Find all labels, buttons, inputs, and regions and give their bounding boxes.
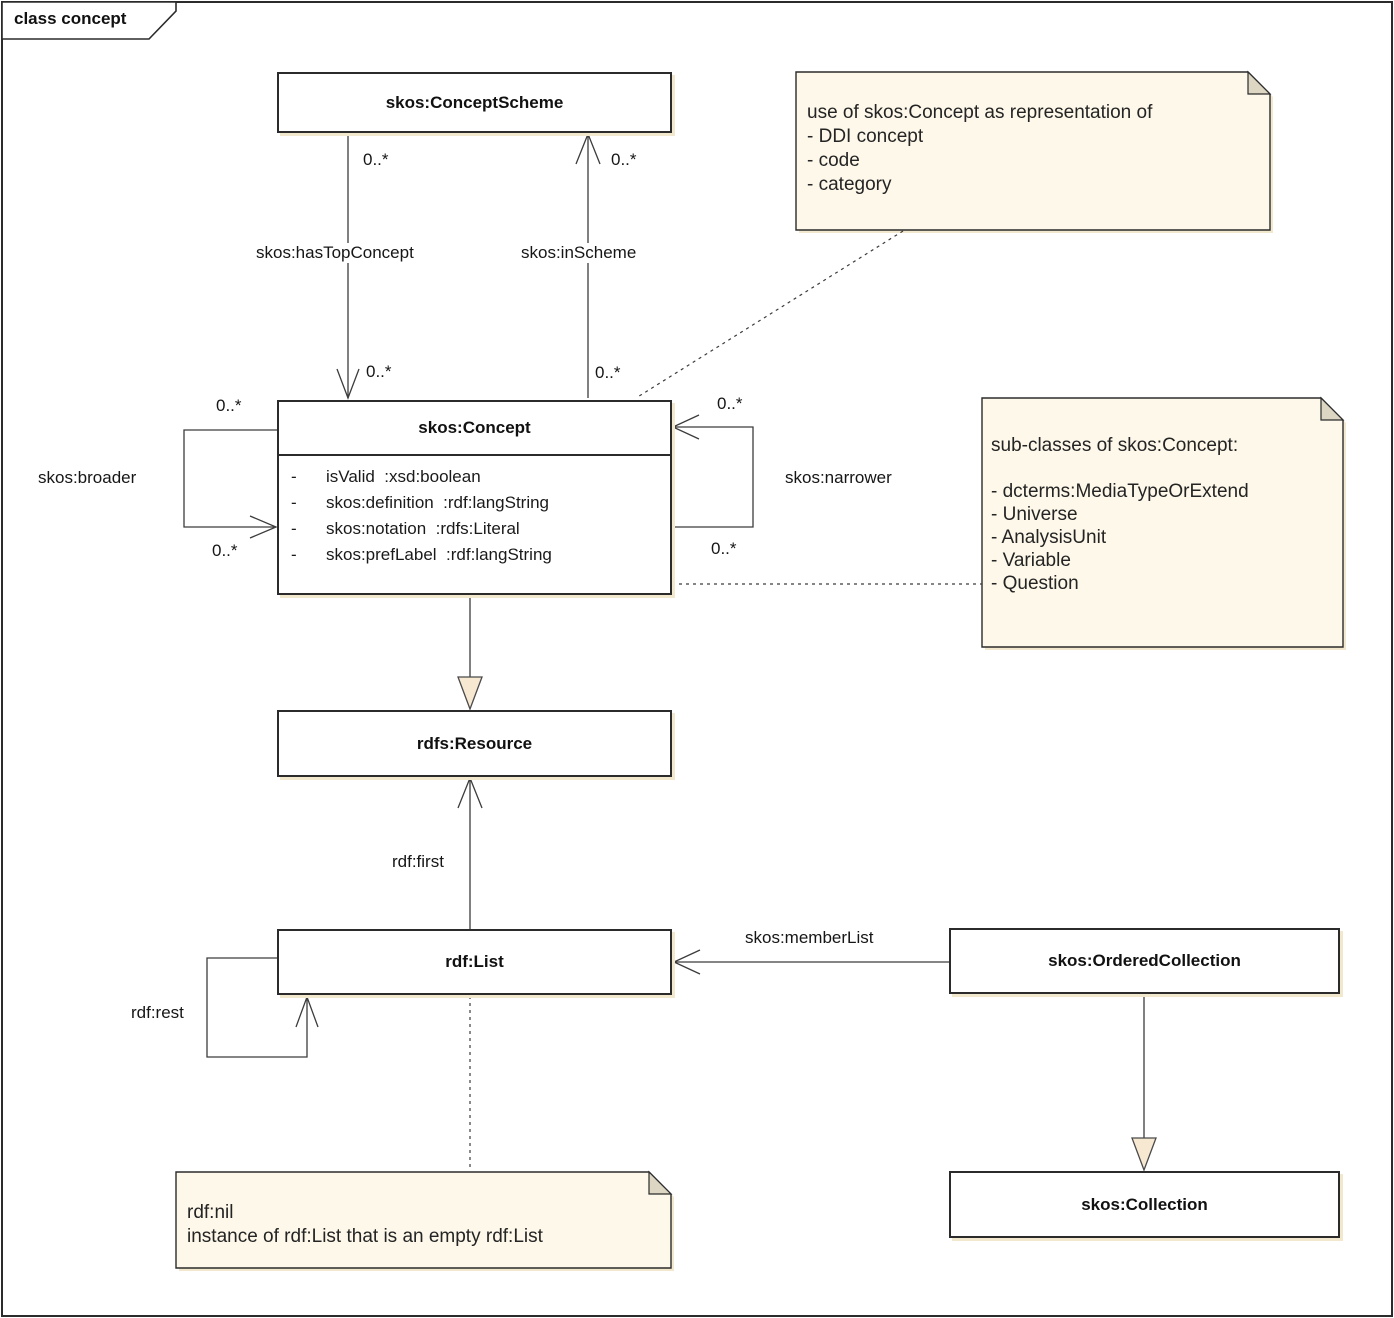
generalization-concept-resource <box>457 595 483 711</box>
class-name: skos:OrderedCollection <box>1048 951 1241 970</box>
note-line: - dcterms:MediaTypeOrExtend <box>991 481 1249 502</box>
open-arrowhead-icon <box>672 949 701 975</box>
multiplicity: 0..* <box>595 363 621 383</box>
note-line: - category <box>807 174 892 195</box>
note-usage: use of skos:Concept as representation of… <box>807 101 1152 197</box>
note-nil: rdf:nil instance of rdf:List that is an … <box>187 1201 543 1249</box>
attribute-text: skos:definition :rdf:langString <box>326 493 550 512</box>
note-subclasses-shape <box>981 396 1345 648</box>
label-rdf-rest: rdf:rest <box>129 1003 186 1023</box>
visibility-marker: - <box>291 467 297 486</box>
note-line: - DDI concept <box>807 126 924 147</box>
generalization-orderedcollection-collection <box>1131 994 1157 1172</box>
note-line: use of skos:Concept as representation of <box>807 102 1153 123</box>
class-header: skos:Concept <box>279 402 670 456</box>
visibility-marker: - <box>291 493 297 512</box>
class-box-concept-scheme: skos:ConceptScheme <box>277 72 672 133</box>
open-arrowhead-icon <box>336 368 360 400</box>
association-rdf-rest <box>206 957 319 1058</box>
label-broader: skos:broader <box>36 468 139 488</box>
diagram-title-tab <box>1 1 177 40</box>
note-dogear-icon <box>1247 70 1272 95</box>
open-arrowhead-icon <box>249 515 278 539</box>
association-narrower <box>671 414 754 528</box>
note-dogear-icon <box>1320 396 1345 421</box>
note-line: - Universe <box>991 504 1078 525</box>
multiplicity: 0..* <box>711 539 737 559</box>
multiplicity: 0..* <box>363 150 389 170</box>
visibility-marker: - <box>291 519 297 538</box>
note-dogear-icon <box>648 1170 673 1195</box>
note-line: rdf:nil <box>187 1202 234 1223</box>
visibility-marker: - <box>291 545 297 564</box>
note-anchor-usage <box>635 230 904 399</box>
label-has-top-concept: skos:hasTopConcept <box>254 243 416 263</box>
note-line: - Question <box>991 573 1079 594</box>
attribute-text: isValid :xsd:boolean <box>326 467 481 486</box>
association-rdf-first <box>457 776 483 929</box>
note-line: instance of rdf:List that is an empty rd… <box>187 1226 543 1247</box>
class-box-ordered-collection: skos:OrderedCollection <box>949 928 1340 994</box>
class-name: skos:Collection <box>1081 1194 1208 1214</box>
triangle-arrowhead-icon <box>1131 1137 1157 1172</box>
open-arrowhead-icon <box>457 776 483 809</box>
label-rdf-first: rdf:first <box>390 852 446 872</box>
open-arrowhead-icon <box>671 414 700 440</box>
class-box-rdf-list: rdf:List <box>277 929 672 995</box>
note-nil-shape <box>175 1170 673 1269</box>
note-line: sub-classes of skos:Concept: <box>991 435 1239 456</box>
note-line <box>991 457 1249 480</box>
attribute-text: skos:notation :rdfs:Literal <box>326 519 520 538</box>
class-attribute: - skos:prefLabel :rdf:langString <box>288 545 670 571</box>
multiplicity: 0..* <box>611 150 637 170</box>
note-line: - AnalysisUnit <box>991 527 1107 548</box>
attribute-compartment: - isValid :xsd:boolean - skos:definition… <box>279 456 670 571</box>
note-subclasses: sub-classes of skos:Concept: - dcterms:M… <box>991 434 1249 595</box>
association-broader <box>183 429 278 539</box>
open-arrowhead-icon <box>295 995 319 1028</box>
association-member-list <box>672 949 949 975</box>
multiplicity: 0..* <box>366 362 392 382</box>
attribute-text: skos:prefLabel :rdf:langString <box>326 545 552 564</box>
multiplicity: 0..* <box>212 541 238 561</box>
class-attribute: - skos:definition :rdf:langString <box>288 493 670 519</box>
open-arrowhead-icon <box>575 132 601 165</box>
note-line: - code <box>807 150 860 171</box>
class-attribute: - isValid :xsd:boolean <box>288 467 670 493</box>
note-usage-shape <box>795 70 1272 231</box>
association-has-top-concept <box>336 133 360 400</box>
class-name: rdfs:Resource <box>416 733 533 753</box>
note-line: - Variable <box>991 550 1071 571</box>
class-box-rdfs-resource: rdfs:Resource <box>277 710 672 777</box>
class-box-collection: skos:Collection <box>949 1171 1340 1238</box>
class-name: rdf:List <box>445 952 504 971</box>
label-member-list: skos:memberList <box>743 928 876 948</box>
class-name: skos:ConceptScheme <box>385 92 564 112</box>
class-name: skos:Concept <box>418 418 531 437</box>
class-attribute: - skos:notation :rdfs:Literal <box>288 519 670 545</box>
diagram-title: class concept <box>14 9 127 28</box>
class-box-concept: skos:Concept - isValid :xsd:boolean - sk… <box>277 400 672 595</box>
triangle-arrowhead-icon <box>457 676 483 711</box>
label-narrower: skos:narrower <box>783 468 894 488</box>
multiplicity: 0..* <box>216 396 242 416</box>
multiplicity: 0..* <box>717 394 743 414</box>
label-in-scheme: skos:inScheme <box>519 243 639 263</box>
association-in-scheme <box>575 132 601 398</box>
